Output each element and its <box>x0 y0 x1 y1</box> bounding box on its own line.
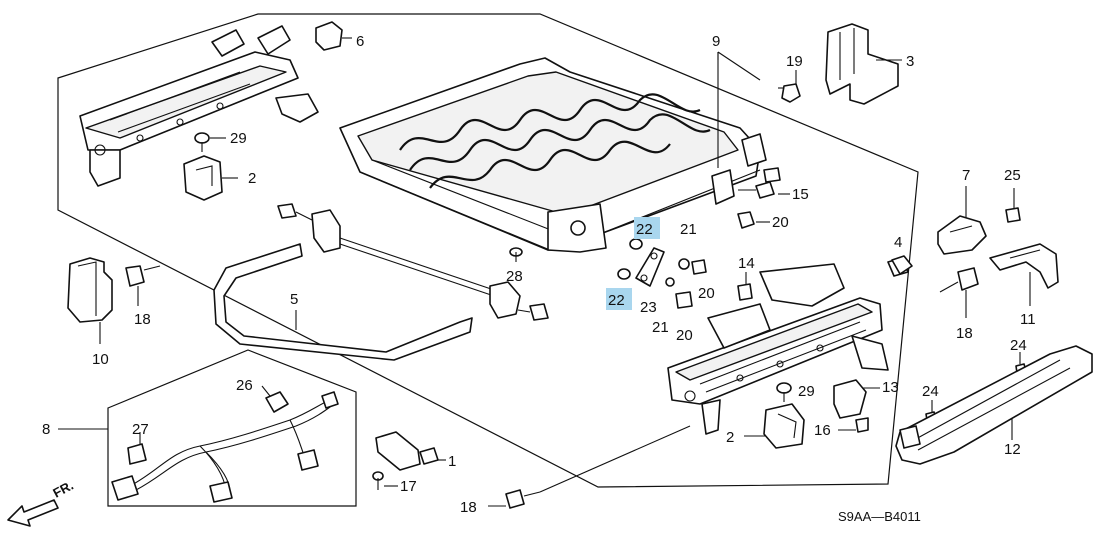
sensor-part-1 <box>375 431 446 471</box>
callout-9: 9 <box>712 33 720 50</box>
callout-12: 12 <box>1004 441 1021 458</box>
screw-part-28 <box>509 247 523 262</box>
bolt-part-18-right <box>939 267 979 318</box>
callout-1: 1 <box>448 453 456 470</box>
clip-part-6 <box>315 21 352 51</box>
callout-13: 13 <box>882 379 899 396</box>
callout-11: 11 <box>1020 311 1036 328</box>
callout-7: 7 <box>962 167 970 184</box>
callout-26: 26 <box>236 377 253 394</box>
callout-23: 23 <box>640 299 657 316</box>
callout-8: 8 <box>42 421 50 438</box>
nut-part-20-upper <box>737 211 770 229</box>
front-direction-arrow: FR. <box>7 478 76 527</box>
callout-22-lower: 22 <box>608 292 625 309</box>
bolt-part-14 <box>737 272 753 301</box>
cover-part-11 <box>989 243 1059 306</box>
bracket-part-13 <box>833 379 880 419</box>
diagram-code: S9AA—B4011 <box>838 509 921 524</box>
connector-part-27 <box>127 432 147 465</box>
callout-17: 17 <box>400 478 417 495</box>
callout-5: 5 <box>290 291 298 308</box>
callout-20-upper: 20 <box>772 214 789 231</box>
left-seat-rail <box>79 25 319 187</box>
bolt-part-16 <box>838 417 869 433</box>
screw-part-17 <box>372 471 398 490</box>
callout-21-lower: 21 <box>652 319 669 336</box>
callout-4: 4 <box>894 234 902 251</box>
callout-27: 27 <box>132 421 149 438</box>
svg-text:FR.: FR. <box>50 478 76 501</box>
bolt-part-15 <box>738 167 790 199</box>
callout-16: 16 <box>814 422 831 439</box>
callout-20-middle: 20 <box>698 285 715 302</box>
callout-2-lower: 2 <box>726 429 734 446</box>
harness-kit-box <box>107 349 357 507</box>
side-cover-part-3 <box>825 23 902 105</box>
cover-part-10 <box>67 257 113 344</box>
bracket-part-7 <box>937 186 987 255</box>
cover-part-2-lower <box>744 403 805 449</box>
callout-3: 3 <box>906 53 914 70</box>
callout-18-lower: 18 <box>460 499 477 516</box>
clip-part-26 <box>261 385 289 413</box>
callout-18-right: 18 <box>956 325 973 342</box>
assembly-outline <box>57 13 919 488</box>
cover-part-2-upper <box>183 155 238 201</box>
callout-24-lower: 24 <box>922 383 939 400</box>
callout-2-upper: 2 <box>248 170 256 187</box>
callout-25: 25 <box>1004 167 1021 184</box>
bolt-part-19 <box>778 70 801 103</box>
callout-19: 19 <box>786 53 803 70</box>
screw-part-29-lower <box>776 382 792 402</box>
callout-10: 10 <box>92 351 109 368</box>
callout-20-lower: 20 <box>676 327 693 344</box>
bolt-part-25 <box>1005 188 1021 223</box>
torsion-bar-part-5 <box>213 203 549 361</box>
link-bracket-part-23 <box>617 238 707 309</box>
callout-24-upper: 24 <box>1010 337 1027 354</box>
callout-14: 14 <box>738 255 755 272</box>
highlight-part-22-lower <box>606 288 632 310</box>
callout-21-upper: 21 <box>680 221 697 238</box>
callout-29-upper: 29 <box>230 130 247 147</box>
callout-6: 6 <box>356 33 364 50</box>
screw-part-29-upper <box>194 132 226 152</box>
wire-harness <box>111 391 339 503</box>
callout-29-lower: 29 <box>798 383 815 400</box>
highlight-part-22-upper <box>634 217 660 239</box>
rail-cover-part-12 <box>895 345 1093 465</box>
callout-15: 15 <box>792 186 809 203</box>
callout-18-left: 18 <box>134 311 151 328</box>
callout-28: 28 <box>506 268 523 285</box>
bolt-part-18-lower <box>488 425 691 509</box>
callout-22-upper: 22 <box>636 221 653 238</box>
right-seat-rail <box>667 257 909 435</box>
bolt-part-18-left <box>125 265 161 306</box>
clip-part-4 <box>891 255 913 275</box>
seat-cushion-frame <box>339 51 767 253</box>
